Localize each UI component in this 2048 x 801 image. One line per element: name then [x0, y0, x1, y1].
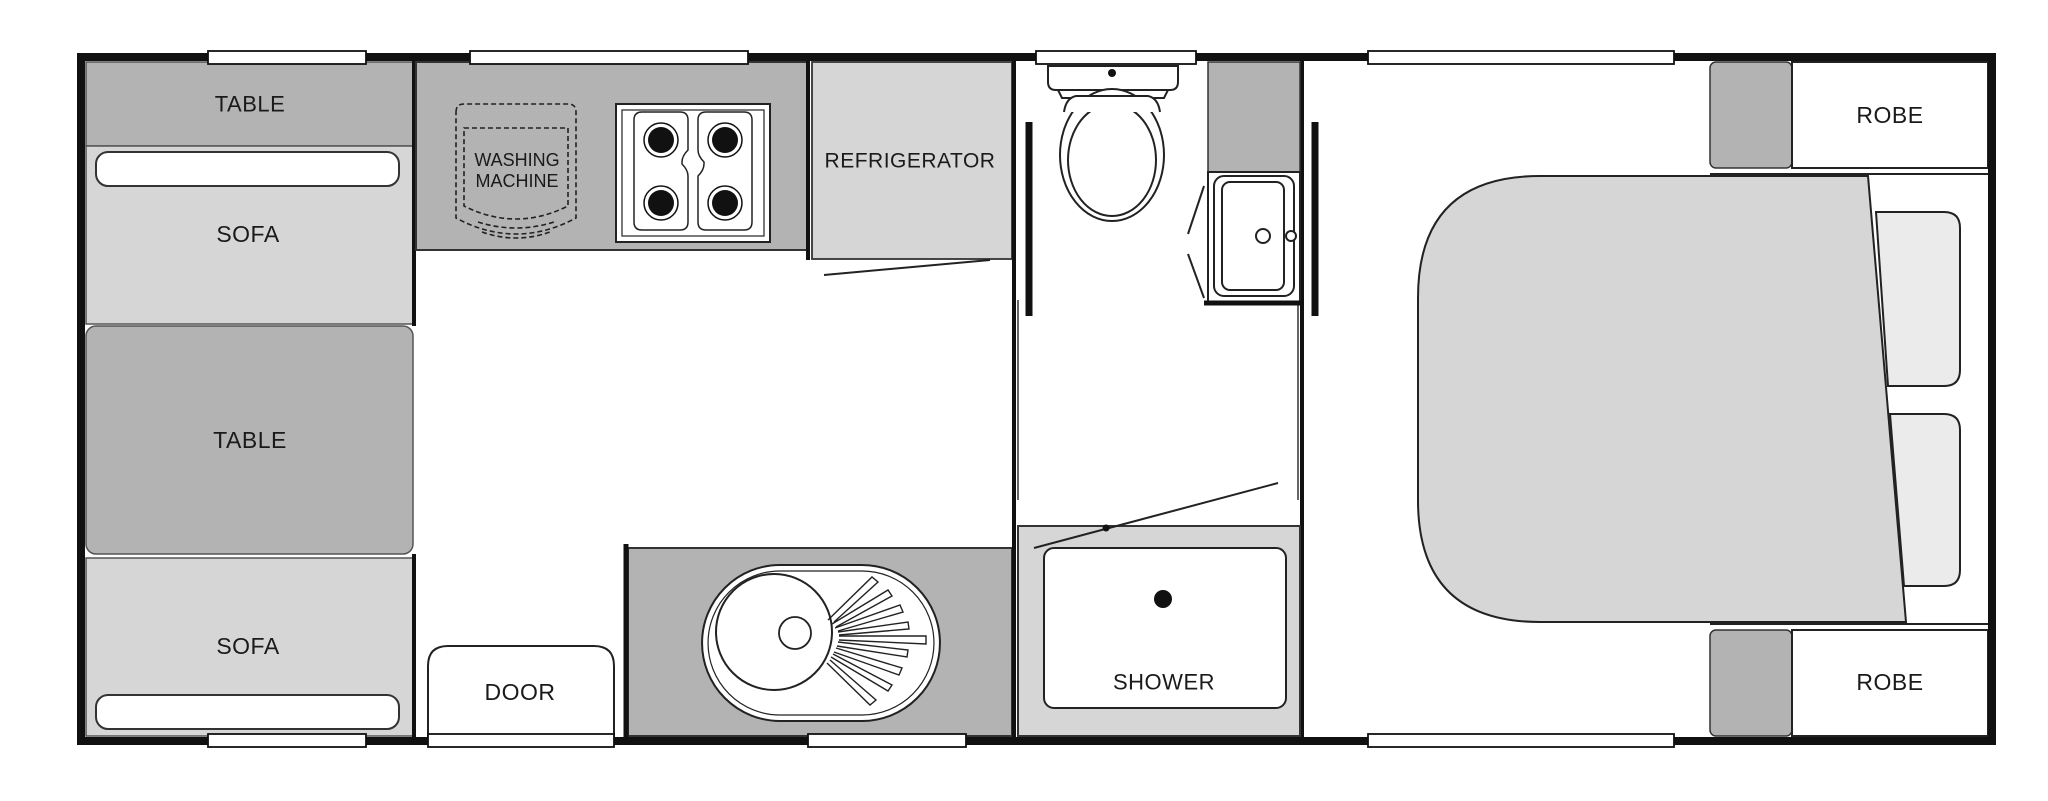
vanity-door-swing-1 — [1187, 185, 1205, 235]
table-middle-label: TABLE — [213, 427, 287, 453]
shower-label: SHOWER — [1113, 670, 1215, 695]
pillow-icon — [1874, 211, 1961, 387]
washing-machine-label-2: MACHINE — [475, 171, 558, 191]
robe-bottom — [1791, 629, 1989, 737]
sofa-bottom-cushion — [95, 694, 400, 730]
window — [207, 50, 367, 65]
refrigerator-label: REFRIGERATOR — [825, 150, 996, 173]
kitchen-sink-icon — [701, 564, 941, 722]
shower-door-swing — [1033, 482, 1279, 549]
windows-top — [207, 50, 1675, 65]
window — [807, 733, 967, 748]
robe-bottom-label: ROBE — [1856, 669, 1923, 695]
robe-top-side — [1709, 61, 1793, 169]
vanity-door-swing-2 — [1187, 253, 1205, 299]
door[interactable] — [427, 645, 615, 737]
bed-icon — [1417, 175, 1908, 623]
table-top — [85, 61, 414, 147]
table-top-label: TABLE — [215, 92, 286, 117]
window — [427, 733, 615, 748]
robe-bottom-side — [1709, 629, 1793, 737]
shower-drain-icon — [1154, 590, 1172, 608]
robe-top-label: ROBE — [1856, 102, 1923, 128]
refrigerator — [811, 61, 1013, 260]
washing-machine-label-1: WASHING — [474, 150, 559, 170]
sofa-top-cushion — [95, 151, 400, 187]
pillow-icon — [1888, 413, 1961, 587]
basin-icon — [1213, 175, 1297, 297]
window — [469, 50, 749, 65]
door-label: DOOR — [485, 679, 556, 705]
robe-top — [1791, 61, 1989, 169]
shower-base — [1043, 547, 1287, 709]
washing-machine — [455, 103, 577, 239]
shower-door-hinge — [1102, 524, 1110, 532]
window — [207, 733, 367, 748]
windows-bottom — [207, 733, 1675, 748]
window — [1035, 50, 1197, 65]
sofa-top-label: SOFA — [216, 221, 280, 247]
vanity-cabinet — [1207, 61, 1301, 173]
cooktop-icon — [615, 103, 771, 243]
sofa-bottom-label: SOFA — [216, 633, 280, 659]
toilet-icon — [1047, 65, 1179, 222]
refrigerator-door-swing — [823, 259, 991, 276]
table-middle — [85, 325, 414, 555]
window — [1367, 733, 1675, 748]
window — [1367, 50, 1675, 65]
